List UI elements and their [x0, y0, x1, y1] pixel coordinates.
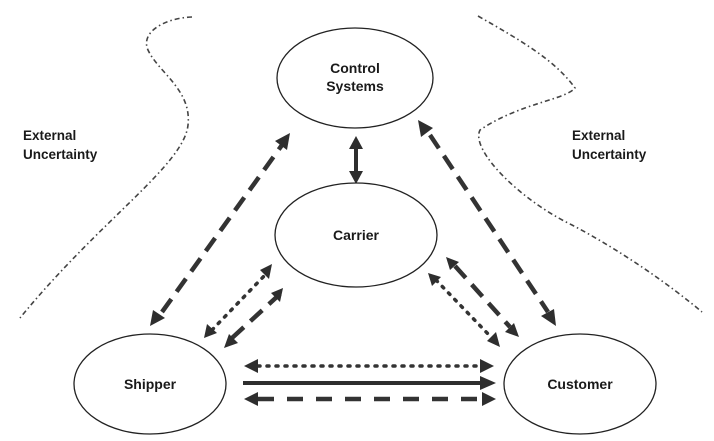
edge-carrier-control [349, 136, 363, 184]
edge-carrier-customer-dashed [446, 257, 519, 337]
arrowhead-down [349, 171, 363, 184]
arrowhead [150, 310, 165, 326]
edge-carrier-customer-dotted [428, 273, 500, 347]
node-ellipse [73, 333, 227, 435]
node-ellipse [276, 27, 434, 129]
node-label-line1: Control [330, 60, 380, 76]
edge-shipper-customer-solid [243, 376, 496, 390]
external-boundary-right [477, 15, 703, 313]
edge-line-dotted [210, 272, 268, 332]
edge-customer-control [418, 120, 556, 326]
external-label-left-line2: Uncertainty [23, 147, 98, 162]
edge-shipper-customer-dashed [244, 392, 496, 406]
edge-line-dashed [453, 264, 512, 329]
external-uncertainty-label-left: External Uncertainty [23, 128, 98, 162]
arrowhead [505, 323, 519, 337]
external-label-left-line1: External [23, 128, 76, 143]
arrowhead [428, 273, 441, 286]
node-ellipse [274, 182, 438, 288]
arrowhead [204, 324, 217, 338]
arrowhead [260, 264, 272, 279]
node-label: Shipper [124, 376, 177, 392]
node-label: Carrier [333, 227, 379, 243]
arrowhead-right [482, 392, 496, 406]
node-control-systems: Control Systems [276, 27, 434, 129]
arrowhead [271, 288, 283, 302]
external-uncertainty-label-right: External Uncertainty [572, 128, 647, 162]
arrowhead [275, 133, 290, 150]
node-label: Customer [547, 376, 613, 392]
edge-shipper-carrier-dotted [204, 264, 272, 338]
node-label-line2: Systems [326, 78, 384, 94]
edge-shipper-customer-dotted [244, 359, 494, 373]
arrowhead-right [480, 359, 494, 373]
edge-shipper-carrier-dashed [224, 288, 283, 348]
node-shipper: Shipper [73, 333, 227, 435]
arrowhead-left [244, 392, 258, 406]
arrowhead [541, 309, 556, 326]
arrowhead-right [480, 376, 496, 390]
arrowhead [418, 120, 433, 137]
node-ellipse [503, 333, 657, 435]
edge-line-dashed [428, 133, 550, 314]
node-carrier: Carrier [274, 182, 438, 288]
edge-line-dashed [230, 292, 282, 340]
node-customer: Customer [503, 333, 657, 435]
arrowhead-up [349, 136, 363, 149]
external-boundary-left [19, 16, 193, 319]
edge-line-dotted [434, 278, 492, 338]
arrowhead-left [244, 359, 258, 373]
edge-line-dashed [160, 143, 284, 314]
external-label-right-line2: Uncertainty [572, 147, 647, 162]
arrowhead [224, 334, 238, 348]
external-label-right-line1: External [572, 128, 625, 143]
edge-shipper-control [150, 133, 290, 326]
arrowhead [446, 257, 459, 270]
arrowhead [487, 332, 500, 347]
